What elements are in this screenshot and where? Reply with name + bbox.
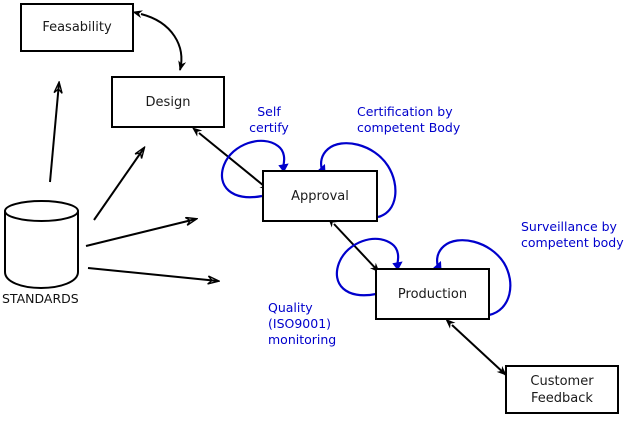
loop-label-quality: Quality (ISO9001) monitoring	[268, 300, 337, 347]
edge-approval-production	[327, 217, 380, 273]
loop-label-self-certify: Self certify	[249, 104, 289, 135]
node-feasability[interactable]: Feasability	[20, 3, 134, 52]
node-customer-feedback[interactable]: Customer Feedback	[505, 365, 619, 414]
loop-arrow-self-certify	[221, 139, 289, 199]
node-production-label: Production	[397, 286, 468, 302]
standards-cylinder-shape	[4, 200, 79, 290]
node-design[interactable]: Design	[111, 76, 225, 128]
loop-label-certification: Certification by competent Body	[357, 104, 461, 135]
node-approval[interactable]: Approval	[262, 170, 378, 222]
standards-label: STANDARDS	[2, 291, 79, 306]
loop-arrow-quality	[335, 237, 403, 297]
edge-production-customer-feedback	[445, 318, 507, 376]
node-production[interactable]: Production	[375, 268, 490, 320]
loop-label-surveillance: Surveillance by competent body	[521, 219, 624, 250]
edge-standards-production	[87, 267, 218, 281]
node-customer-feedback-label: Customer Feedback	[530, 373, 594, 406]
node-approval-label: Approval	[291, 188, 349, 204]
edge-standards-design	[93, 148, 144, 221]
loop-arrow-certification	[317, 142, 397, 219]
edge-feasability-design	[132, 10, 187, 71]
edge-design-approval	[192, 127, 270, 191]
edge-standards-approval	[85, 219, 196, 247]
edge-standards-feasability	[49, 83, 59, 183]
loop-arrow-surveillance	[433, 239, 512, 317]
node-feasability-label: Feasability	[42, 20, 112, 35]
node-design-label: Design	[145, 94, 191, 110]
